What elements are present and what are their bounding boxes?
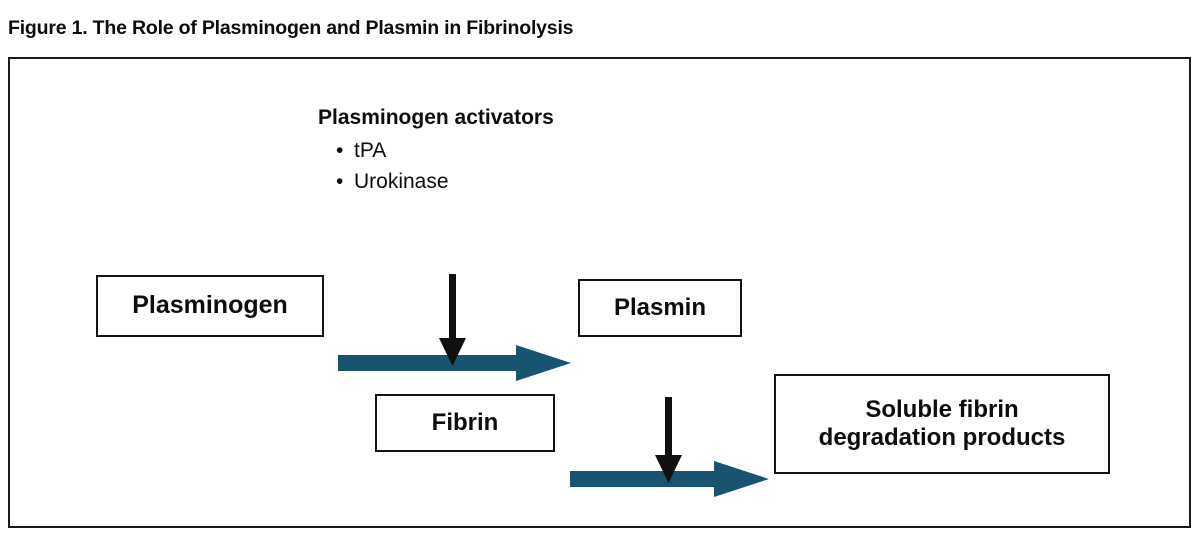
node-label: Plasminogen xyxy=(132,291,288,320)
activator-label: tPA xyxy=(354,139,387,163)
arrow-plasminogen-to-plasmin xyxy=(337,344,571,381)
node-fibrin: Fibrin xyxy=(375,394,555,452)
node-plasmin: Plasmin xyxy=(578,279,742,337)
node-label: Soluble fibrin degradation products xyxy=(818,395,1066,451)
figure-frame: Plasminogen activators • tPA • Urokinase… xyxy=(8,57,1191,528)
figure-title: Figure 1. The Role of Plasminogen and Pl… xyxy=(8,17,574,39)
activator-label: Urokinase xyxy=(354,170,449,194)
list-item: • Urokinase xyxy=(318,166,554,197)
list-item: • tPA xyxy=(318,135,554,166)
bullet-icon: • xyxy=(336,170,344,194)
node-label: Fibrin xyxy=(431,408,499,436)
bullet-icon: • xyxy=(336,139,344,163)
arrow-plasmin-to-degradation xyxy=(654,396,682,483)
node-label: Plasmin xyxy=(613,293,707,321)
activators-heading: Plasminogen activators xyxy=(318,106,554,129)
arrow-activators-to-conversion xyxy=(438,273,466,366)
node-plasminogen: Plasminogen xyxy=(96,275,324,337)
node-soluble-fibrin-degradation-products: Soluble fibrin degradation products xyxy=(774,374,1110,474)
activators-list: • tPA • Urokinase xyxy=(318,135,554,197)
plasminogen-activators-annotation: Plasminogen activators • tPA • Urokinase xyxy=(318,105,554,197)
arrow-fibrin-to-sfdp xyxy=(569,460,769,497)
